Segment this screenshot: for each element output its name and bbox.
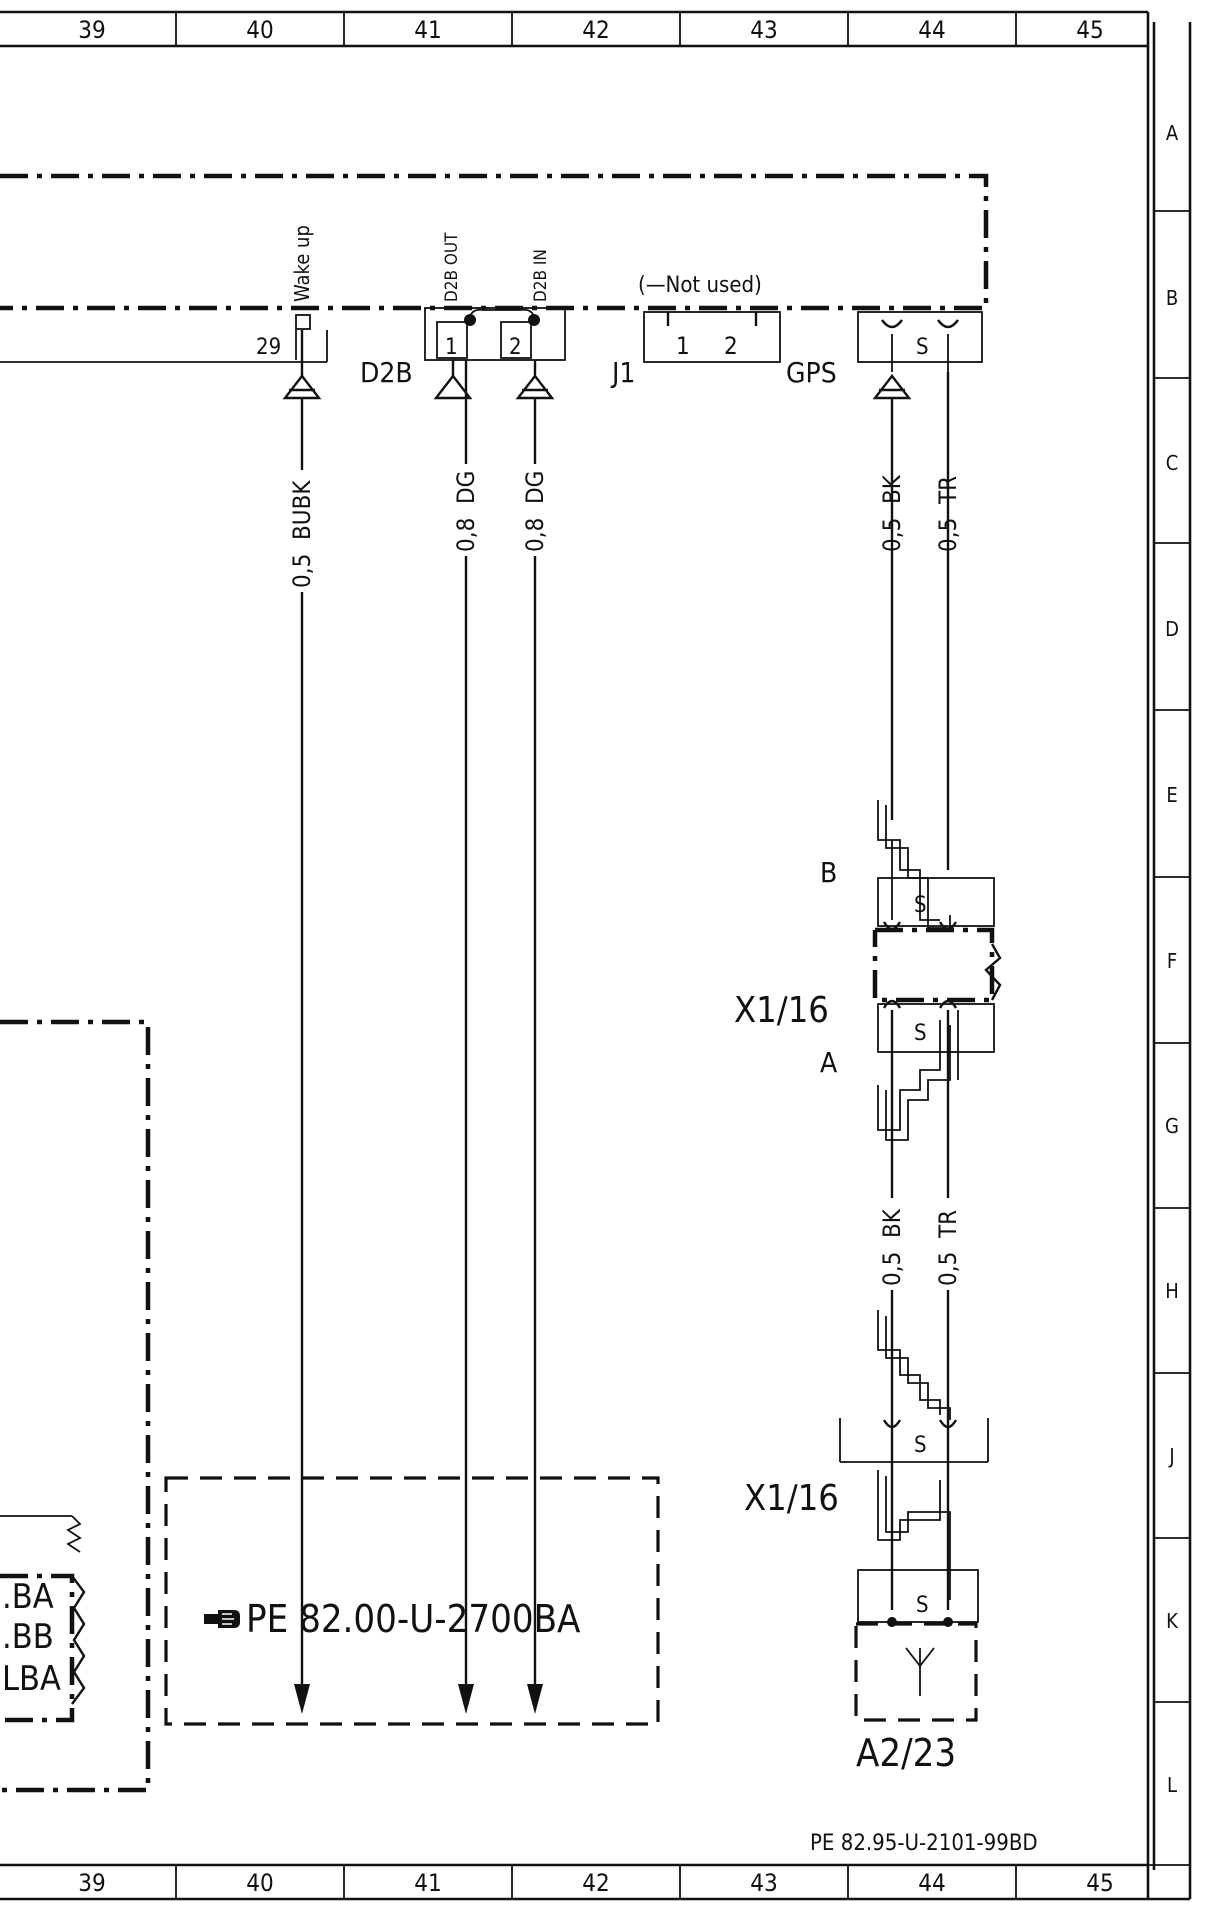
d2b-label: D2B: [360, 356, 413, 389]
wire-size-label: 0,5: [934, 1252, 962, 1286]
col-label-40: 40: [246, 1869, 273, 1897]
row-label-l: L: [1167, 1773, 1177, 1797]
col-label-39: 39: [78, 16, 105, 44]
row-label-b: B: [1166, 286, 1178, 310]
reference-box: PE 82.00-U-2700BA: [164, 1476, 660, 1726]
control-unit-outline: [0, 173, 989, 311]
row-label-a: A: [1166, 121, 1179, 145]
col-label-41: 41: [414, 1869, 441, 1897]
fragment-line-3: LBA: [2, 1659, 61, 1699]
antenna-label: A2/23: [856, 1731, 956, 1775]
pin-29-label: 29: [256, 335, 281, 360]
col-label-39: 39: [78, 1869, 105, 1897]
drawing-number: PE 82.95-U-2101-99BD: [810, 1831, 1038, 1856]
d2b-pin-1: 1: [445, 335, 458, 360]
fragment-line-1: .BA: [2, 1577, 54, 1617]
wire-color-label: DG: [452, 471, 480, 504]
d2b-pin-2: 2: [509, 335, 522, 360]
d2b-out-label: D2B OUT: [442, 232, 462, 302]
column-labels-top: 39 40 41 42 43 44 45: [78, 16, 1103, 44]
j1-label: J1: [610, 356, 635, 389]
wake-up-pin: Wake up 29: [256, 225, 314, 360]
col-label-43: 43: [750, 16, 777, 44]
drawing-frame: [0, 10, 1192, 1901]
x1-16-connector-upper: S B S X1/16 A: [734, 856, 1002, 1079]
row-labels: A B C D E F G H J K L: [1165, 121, 1179, 1797]
wire-size-label: 0,5: [878, 1252, 906, 1286]
d2b-in-label: D2B IN: [531, 249, 551, 302]
column-labels-bottom: 39 40 41 42 43 44 45: [78, 1869, 1113, 1897]
wire-color-label: TR: [934, 1210, 962, 1239]
j1-pin-1: 1: [676, 332, 690, 360]
row-label-h: H: [1165, 1279, 1179, 1303]
row-label-k: K: [1166, 1609, 1179, 1633]
x1-16-lower-shield: S: [914, 1433, 927, 1458]
col-label-42: 42: [582, 16, 609, 44]
wire-labels-upper: 0,5 BUBK 0,8 DG 0,8 DG 0,5 BK 0,5 TR: [288, 464, 962, 592]
row-label-c: C: [1166, 451, 1179, 475]
j1-connector: (—Not used) 1 2 J1: [610, 273, 781, 389]
row-label-e: E: [1166, 783, 1177, 807]
col-label-43: 43: [750, 1869, 777, 1897]
x1-16-side-b: B: [820, 856, 837, 889]
wake-up-label: Wake up: [290, 225, 314, 302]
row-label-g: G: [1165, 1114, 1179, 1138]
gps-connector: S GPS: [786, 311, 983, 389]
gps-wires-middle: [877, 1010, 959, 1210]
wire-size-label: 0,8: [521, 518, 549, 552]
col-label-45: 45: [1076, 16, 1103, 44]
col-label-40: 40: [246, 16, 273, 44]
col-label-42: 42: [582, 1869, 609, 1897]
gps-wires-upper: [877, 372, 951, 929]
gps-label: GPS: [786, 356, 837, 389]
col-label-41: 41: [414, 16, 441, 44]
wire-size-label: 0,8: [452, 518, 480, 552]
x1-16-upper-label: X1/16: [734, 990, 829, 1031]
row-label-f: F: [1167, 949, 1177, 973]
wire-size-label: 0,5: [288, 554, 316, 588]
reference-text: PE 82.00-U-2700BA: [246, 1597, 581, 1641]
x1-16-upper-shield-b: S: [914, 893, 927, 918]
row-label-d: D: [1165, 617, 1179, 641]
x1-16-lower-label: X1/16: [744, 1478, 839, 1519]
wire-color-label: BUBK: [288, 480, 316, 540]
wire-color-label: DG: [521, 471, 549, 504]
d2b-connector: D2B OUT D2B IN 1 2 D2B: [360, 232, 566, 389]
wires-to-reference: [294, 398, 543, 1714]
x1-16-upper-shield-a: S: [914, 1021, 927, 1046]
gps-wires-lower: [877, 1290, 951, 1610]
hand-pointing-icon: [204, 1610, 240, 1628]
col-label-44: 44: [918, 16, 945, 44]
j1-pin-2: 2: [724, 332, 738, 360]
row-label-j: J: [1168, 1444, 1174, 1468]
col-label-44: 44: [918, 1869, 945, 1897]
antenna-shield-label: S: [916, 1593, 929, 1618]
gps-shield-label: S: [916, 335, 929, 360]
x1-16-connector-lower: S X1/16: [744, 1418, 989, 1600]
antenna-a2-23: S A2/23: [854, 1569, 979, 1775]
wire-labels-lower: 0,5 BK 0,5 TR: [878, 1198, 962, 1290]
j1-not-used-note: (—Not used): [638, 273, 762, 298]
antenna-icon: [905, 1647, 935, 1696]
adjacent-module-fragment: .BA .BB LBA: [0, 1019, 151, 1793]
x1-16-side-a: A: [820, 1046, 838, 1079]
fragment-line-2: .BB: [2, 1617, 54, 1657]
col-label-45: 45: [1086, 1869, 1113, 1897]
wire-color-label: BK: [878, 1208, 906, 1238]
